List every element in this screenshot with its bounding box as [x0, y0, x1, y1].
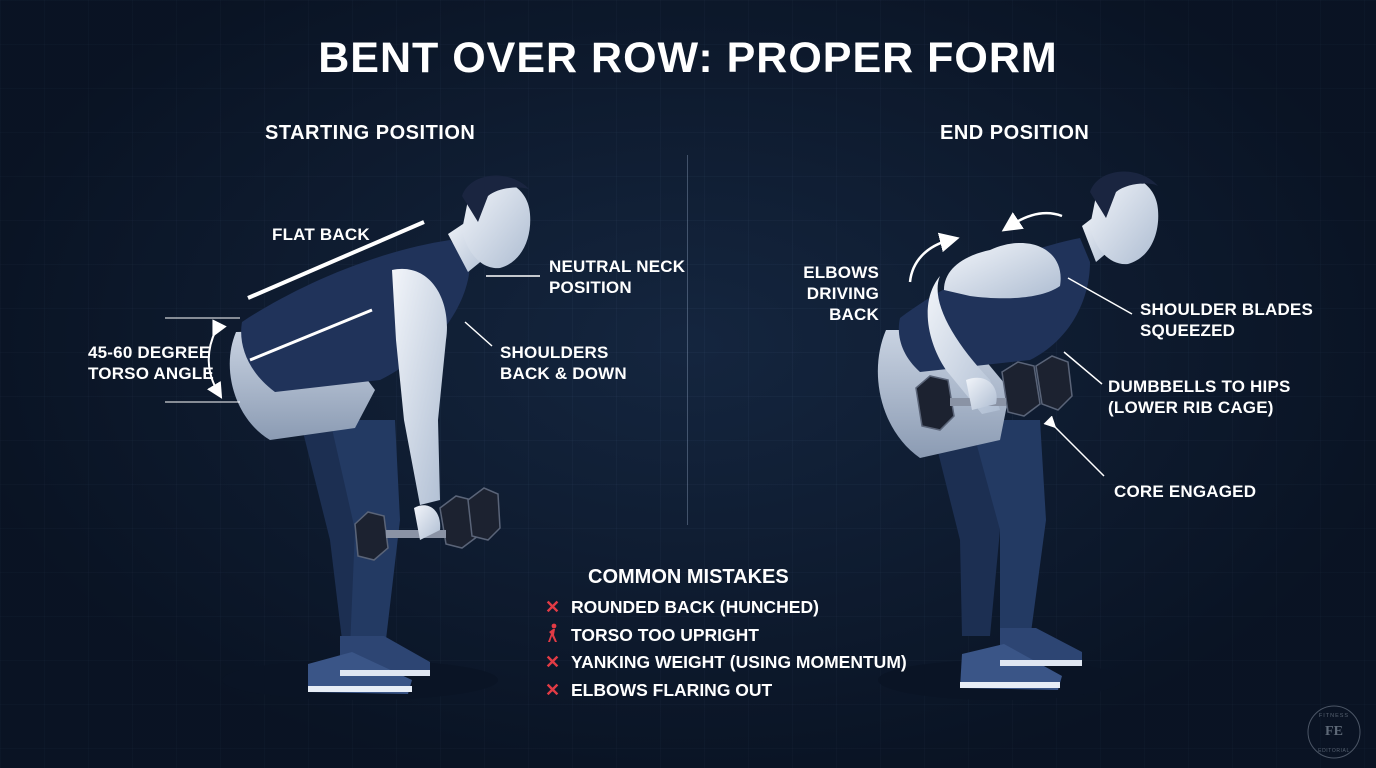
- flat-back-line: [247, 220, 425, 300]
- torso-angle-line-2: TORSO ANGLE: [88, 364, 214, 383]
- x-mark-icon: ✕: [545, 652, 561, 673]
- neutral-neck-line-1: NEUTRAL NECK: [549, 257, 686, 276]
- brand-watermark-logo: FE FITNESS EDITORIAL: [1307, 705, 1361, 759]
- core-engaged-label: CORE ENGAGED: [1114, 482, 1257, 501]
- neutral-neck-label: NEUTRAL NECK POSITION: [549, 256, 685, 298]
- mistake-item: TORSO TOO UPRIGHT: [545, 622, 907, 650]
- panel-divider: [687, 155, 688, 525]
- dumbbell-right-figure: [915, 355, 1073, 431]
- starting-position-heading: STARTING POSITION: [265, 122, 476, 144]
- dumbbells-line-1: DUMBBELLS TO HIPS: [1108, 377, 1291, 396]
- shoulders-label: SHOULDERS BACK & DOWN: [500, 342, 627, 384]
- mistake-text: ELBOWS FLARING OUT: [571, 679, 773, 700]
- elbows-line-2: DRIVING BACK: [806, 284, 879, 324]
- end-position-heading: END POSITION: [940, 122, 1090, 144]
- mistake-text: YANKING WEIGHT (USING MOMENTUM): [571, 652, 907, 673]
- page-title: BENT OVER ROW: PROPER FORM: [318, 34, 1058, 82]
- shoulders-line-2: BACK & DOWN: [500, 364, 627, 383]
- core-leader: [1043, 415, 1105, 477]
- torso-angle-label: 45-60 DEGREE TORSO ANGLE: [88, 342, 214, 384]
- mistake-text: TORSO TOO UPRIGHT: [571, 624, 759, 645]
- shoulders-line-1: SHOULDERS: [500, 343, 609, 362]
- angle-arc-arrow: [207, 319, 227, 399]
- starting-position-figure: [222, 175, 531, 700]
- mistake-item: ✕ YANKING WEIGHT (USING MOMENTUM): [545, 649, 907, 677]
- svg-text:EDITORIAL: EDITORIAL: [1318, 748, 1350, 754]
- common-mistakes-title: COMMON MISTAKES: [588, 566, 789, 588]
- torso-angle-line: [249, 308, 373, 362]
- shoulder-blades-label: SHOULDER BLADES SQUEEZED: [1140, 299, 1313, 341]
- shoulder-blades-line-1: SHOULDER BLADES: [1140, 300, 1314, 319]
- neutral-neck-line-2: POSITION: [549, 278, 632, 297]
- dumbbells-leader: [1063, 351, 1103, 385]
- dumbbell-left-figure: [354, 487, 501, 561]
- elbows-line-1: ELBOWS: [803, 263, 879, 282]
- shoulder-blades-line-2: SQUEEZED: [1140, 321, 1236, 340]
- elbows-label: ELBOWS DRIVING BACK: [766, 262, 879, 325]
- shoulder-retract-arrow: [1001, 212, 1063, 232]
- upright-figure-icon: [545, 623, 571, 648]
- elbow-arrow: [908, 232, 960, 283]
- end-position-figure: [877, 171, 1159, 700]
- shoulder-blades-leader: [1067, 277, 1133, 315]
- svg-text:FE: FE: [1325, 724, 1343, 739]
- x-mark-icon: ✕: [545, 597, 561, 618]
- x-mark-icon: ✕: [545, 679, 561, 700]
- common-mistakes-list: ✕ ROUNDED BACK (HUNCHED) TORSO TOO UPRIG…: [545, 594, 907, 704]
- dumbbells-label: DUMBBELLS TO HIPS (LOWER RIB CAGE): [1108, 376, 1291, 418]
- mistake-item: ✕ ELBOWS FLARING OUT: [545, 677, 907, 705]
- mistake-item: ✕ ROUNDED BACK (HUNCHED): [545, 594, 907, 622]
- flat-back-label: FLAT BACK: [272, 225, 370, 244]
- shoulder-leader: [464, 321, 493, 347]
- dumbbells-line-2: (LOWER RIB CAGE): [1108, 398, 1274, 417]
- mistake-text: ROUNDED BACK (HUNCHED): [571, 597, 819, 618]
- torso-angle-line-1: 45-60 DEGREE: [88, 343, 211, 362]
- svg-text:FITNESS: FITNESS: [1319, 713, 1349, 719]
